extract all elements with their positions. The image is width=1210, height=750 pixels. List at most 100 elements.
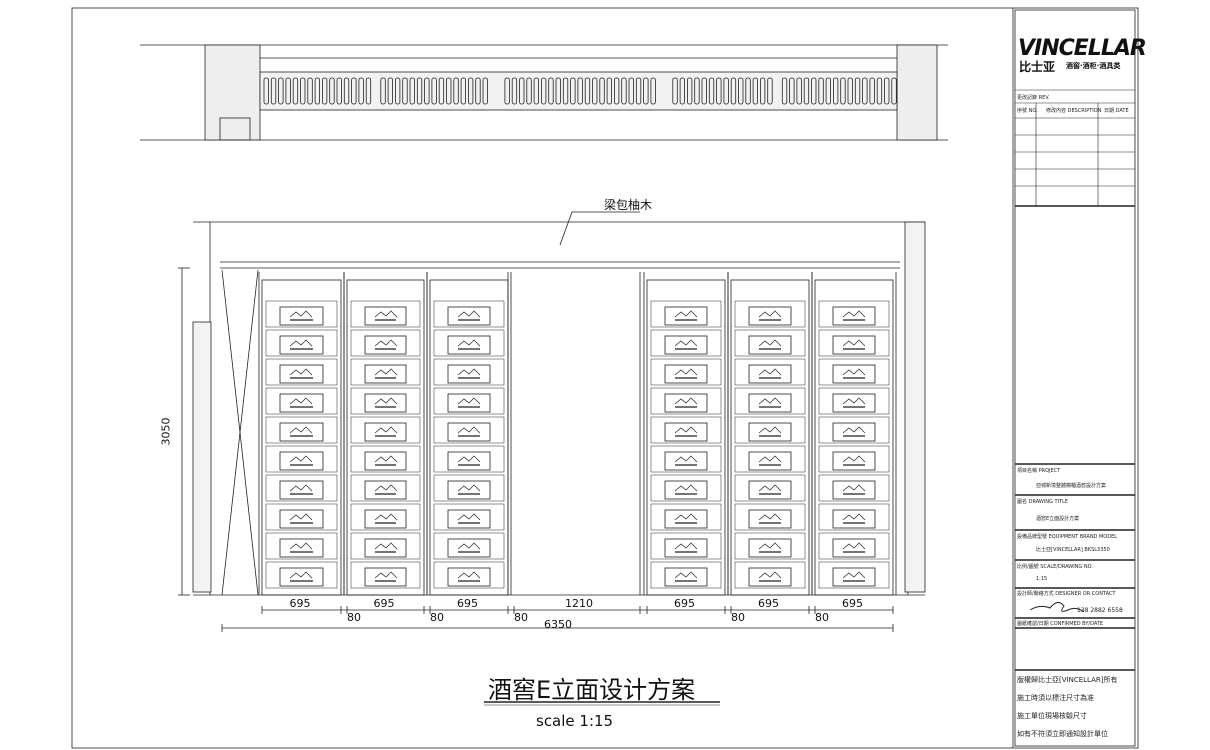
wine-box-drawer <box>350 387 421 415</box>
wine-box-drawer <box>818 503 890 531</box>
title-block-lines <box>1015 89 1135 671</box>
gap-dimension: 80 <box>514 611 528 624</box>
wine-box-drawer <box>650 358 722 386</box>
baluster <box>884 77 890 105</box>
approval-label: 圖紙確認/日期 CONFIRMED BY/DATE <box>1017 621 1104 627</box>
wine-rack-column <box>343 272 428 596</box>
wine-box-drawer <box>350 358 421 386</box>
wine-box-drawer <box>650 329 722 357</box>
wine-box-drawer <box>650 445 722 473</box>
wine-box-drawer <box>734 532 806 560</box>
baluster <box>285 77 291 105</box>
baluster <box>394 77 401 105</box>
wine-box-drawer <box>265 387 338 415</box>
baluster <box>555 77 561 105</box>
wine-box-drawer <box>650 561 722 589</box>
baluster <box>351 77 357 105</box>
wine-box-drawer <box>734 445 806 473</box>
baluster <box>409 77 415 105</box>
baluster <box>862 77 868 105</box>
wine-box-drawer <box>265 445 338 473</box>
baluster <box>621 77 627 105</box>
wine-box-drawer <box>265 329 338 357</box>
baluster <box>402 77 408 105</box>
baluster <box>679 77 685 105</box>
baluster <box>760 77 766 105</box>
drawing-label: 圖名 DRAWING TITLE <box>1017 499 1069 505</box>
baluster <box>730 77 737 105</box>
baluster <box>606 77 612 105</box>
wine-box-drawer <box>734 329 806 357</box>
baluster <box>300 77 306 105</box>
baluster <box>738 77 744 105</box>
gap-dimension: 80 <box>430 611 444 624</box>
baluster <box>614 77 620 105</box>
gap-dimension: 80 <box>731 611 745 624</box>
col-no: 序號 NO. <box>1017 108 1038 114</box>
wine-box-drawer <box>650 474 722 502</box>
wine-box-drawer <box>350 561 421 589</box>
baluster <box>511 77 518 105</box>
wine-box-drawer <box>265 474 338 502</box>
baluster <box>796 77 802 105</box>
baluster <box>365 77 372 105</box>
baluster <box>416 77 423 105</box>
baluster <box>343 77 350 105</box>
wine-box-drawer <box>265 358 338 386</box>
baluster <box>825 77 831 105</box>
baluster <box>803 77 810 105</box>
baluster <box>584 77 591 105</box>
baluster <box>577 77 583 105</box>
baluster <box>438 77 445 105</box>
wine-box-drawer <box>265 561 338 589</box>
wine-box-drawer <box>433 445 505 473</box>
wine-box-drawer <box>350 503 421 531</box>
right-brick-wall <box>904 221 926 593</box>
wine-box-drawer <box>818 474 890 502</box>
baluster <box>387 77 394 105</box>
wine-box-drawer <box>433 474 505 502</box>
wine-box-drawer <box>350 532 421 560</box>
wine-box-drawer <box>818 358 890 386</box>
baluster <box>548 77 554 105</box>
designer-phone: 138 2882 6558 <box>1077 607 1123 614</box>
wine-box-drawer <box>818 561 890 589</box>
baluster <box>687 77 693 105</box>
baluster <box>504 77 510 105</box>
baluster <box>270 77 277 105</box>
wine-box-drawer <box>433 532 505 560</box>
logo-tagline: 酒窖·酒柜·酒具类 <box>1066 62 1121 70</box>
wine-box-drawer <box>350 300 421 328</box>
baluster <box>745 77 751 105</box>
baluster <box>789 77 795 105</box>
wine-box-drawer <box>734 474 806 502</box>
column-width-dimension: 695 <box>758 597 779 610</box>
baluster <box>329 77 335 105</box>
column-width-dimension: 695 <box>842 597 863 610</box>
baluster <box>643 77 649 105</box>
wine-box-drawer <box>650 387 722 415</box>
baluster <box>519 77 525 105</box>
drawing-scale: scale 1:15 <box>536 712 614 730</box>
baluster <box>314 77 321 105</box>
baluster <box>562 77 569 105</box>
gap-dimension: 80 <box>347 611 361 624</box>
wine-box-drawer <box>734 387 806 415</box>
wine-rack-column <box>811 272 897 596</box>
wine-box-drawer <box>265 300 338 328</box>
wine-box-drawer <box>818 329 890 357</box>
col-date: 日期 DATE <box>1104 108 1129 114</box>
drawing-value: 酒窖E立面設計方案 <box>1036 516 1080 522</box>
col-desc: 修改內容 DESCRIPTION <box>1046 108 1102 114</box>
scale-value: 1:15 <box>1036 576 1048 582</box>
scale-label: 比例/圖號 SCALE/DRAWING NO. <box>1017 564 1093 570</box>
baluster <box>336 77 342 105</box>
wine-box-drawer <box>818 387 890 415</box>
wine-box-drawer <box>265 503 338 531</box>
height-dimension: 3050 <box>159 417 173 446</box>
designer-label: 設計師/聯絡方式 DESIGNER OR CONTACT <box>1017 591 1116 597</box>
baluster <box>380 77 386 105</box>
baluster <box>431 77 437 105</box>
wine-rack-column <box>258 272 345 596</box>
